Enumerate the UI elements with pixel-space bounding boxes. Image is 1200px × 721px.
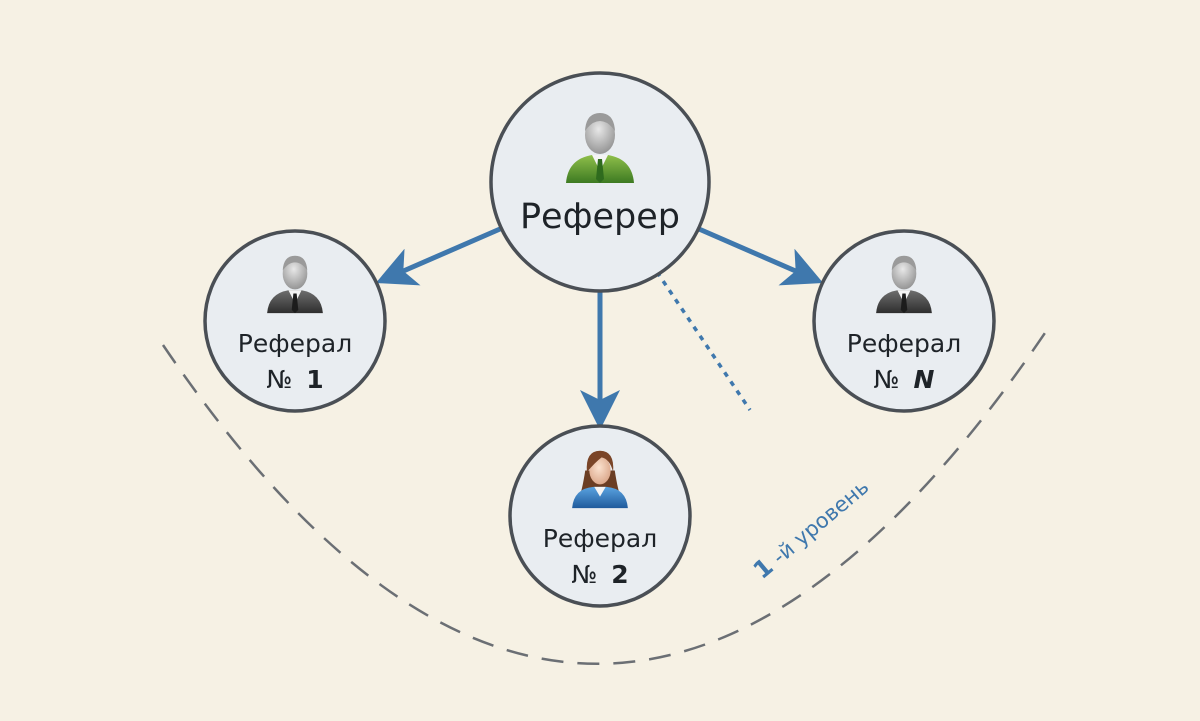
referral-n-label: Реферал (847, 329, 961, 358)
number-sign: № (874, 365, 900, 394)
dotted-connector-more-referrals (655, 271, 752, 411)
businesswoman-blue-icon (572, 450, 628, 509)
arrow-to-referral-1 (375, 226, 501, 286)
referral-1-number: № 1 (266, 365, 323, 394)
referral-2-node: Реферал № 2 (508, 424, 692, 608)
referral-2-number: № 2 (571, 560, 628, 589)
referrer-label: Реферер (520, 197, 680, 237)
referral-n-node: Реферал № N (812, 229, 996, 413)
level-label: 1 -й уровень (748, 472, 874, 584)
referral-n-number-value: N (914, 365, 935, 394)
number-sign: № (571, 560, 597, 589)
referral-2-label: Реферал (543, 524, 657, 553)
arrow-to-referral-n (698, 226, 824, 286)
referral-1-label: Реферал (238, 329, 352, 358)
referral-n-number: № N (874, 365, 935, 394)
referral-1-number-value: 1 (306, 365, 323, 394)
referral-2-number-value: 2 (611, 560, 628, 589)
businessman-grey-icon (267, 255, 323, 314)
number-sign: № (266, 365, 292, 394)
businessman-green-icon (566, 113, 634, 183)
referrer-node: Реферер (489, 71, 711, 293)
referral-1-node: Реферал № 1 (203, 229, 387, 413)
level-suffix: -й уровень (768, 475, 874, 569)
businessman-grey-icon (876, 255, 932, 314)
